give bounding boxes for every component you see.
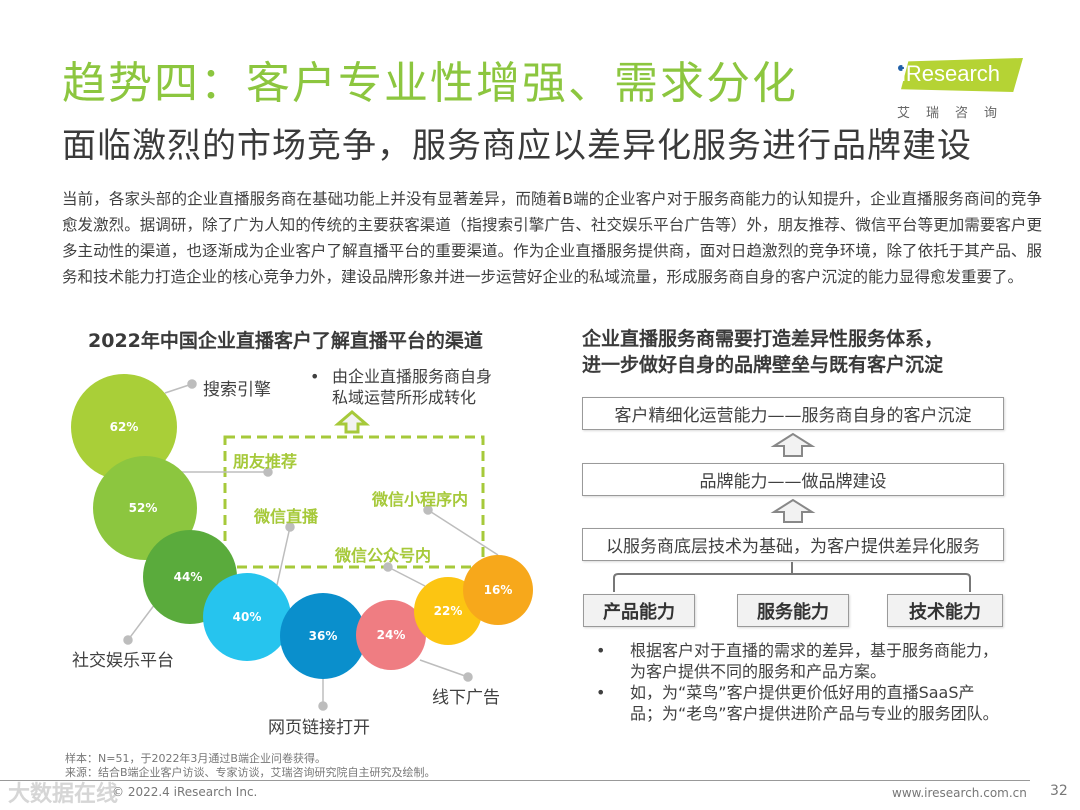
intro-paragraph: 当前，各家头部的企业直播服务商在基础功能上并没有显著差异，而随着B端的企业客户对… (62, 190, 1042, 286)
box-customer-retention: 客户精细化运营能力——服务商自身的客户沉淀 (582, 397, 1004, 430)
bubble-value-search: 62% (110, 420, 139, 434)
right-section-title: 企业直播服务商需要打造差异性服务体系， 进一步做好自身的品牌壁垒与既有客户沉淀 (582, 328, 944, 376)
logo-text: iResearch (901, 61, 1001, 86)
label-friend-referral: 朋友推荐 (233, 452, 298, 471)
capability-product: 产品能力 (583, 594, 695, 627)
note-line-1: 由企业直播服务商自身 (332, 367, 493, 386)
logo-banner (901, 58, 1023, 92)
bubble-value-offline-ad: 24% (377, 628, 406, 642)
watermark: 大数据在线 (8, 782, 119, 807)
bracket-connector (613, 562, 971, 592)
label-wechat-official-account: 微信公众号内 (335, 546, 432, 565)
bubble-value-wechat-live: 40% (233, 610, 262, 624)
copyright: © 2022.4 iResearch Inc. (112, 785, 258, 799)
bubble-value-social: 44% (174, 570, 203, 584)
iresearch-logo: iResearch 艾瑞咨询 (895, 58, 1025, 121)
page-title: 趋势四：客户专业性增强、需求分化 (62, 58, 798, 109)
label-web-link: 网页链接打开 (268, 718, 370, 738)
label-wechat-live: 微信直播 (254, 507, 319, 526)
bubble-value-web-link: 36% (309, 629, 338, 643)
bubble-chart: 62% 52% 44% 40% 36% 24% 22% 16% (71, 374, 533, 711)
source-note: 来源：结合B端企业客户访谈、专家访谈，艾瑞咨询研究院自主研究及绘制。 (65, 766, 436, 779)
label-offline-ad: 线下广告 (432, 688, 500, 708)
footer-divider (0, 780, 1030, 781)
private-domain-dashed-box (223, 435, 485, 569)
up-arrow-icon (770, 432, 816, 457)
strategy-bullets: 根据客户对于直播的需求的差异，基于服务商能力，为客户提供不同的服务和产品方案。 … (596, 640, 1006, 724)
up-arrow-icon (333, 410, 371, 434)
footnote: 样本：N=51，于2022年3月通过B端企业问卷获得。 来源：结合B端企业客户访… (65, 752, 436, 780)
bullet-item: 根据客户对于直播的需求的差异，基于服务商能力，为客户提供不同的服务和产品方案。 (596, 640, 1006, 682)
website-link: www.iresearch.com.cn (892, 786, 1027, 800)
note-line-2: 私域运营所形成转化 (332, 388, 477, 407)
label-social-platform: 社交娱乐平台 (72, 651, 174, 671)
up-arrow-icon (770, 498, 816, 523)
label-wechat-mini-program: 微信小程序内 (372, 490, 469, 509)
logo-dot-icon (898, 65, 904, 71)
capability-service: 服务能力 (737, 594, 849, 627)
capability-technology: 技术能力 (887, 594, 1003, 627)
sample-note: 样本：N=51，于2022年3月通过B端企业问卷获得。 (65, 752, 326, 765)
bubble-value-official-account: 22% (434, 604, 463, 618)
label-search-engine: 搜索引擎 (203, 380, 271, 400)
bullet-item: 如，为“菜鸟”客户提供更价低好用的直播SaaS产品；为“老鸟”客户提供进阶产品与… (596, 682, 1006, 724)
bubble-value-mini-program: 16% (484, 583, 513, 597)
page-subtitle: 面临激烈的市场竞争，服务商应以差异化服务进行品牌建设 (62, 126, 972, 166)
chart-title: 2022年中国企业直播客户了解直播平台的渠道 (88, 330, 483, 352)
bubble-value-friend: 52% (129, 501, 158, 515)
page-number: 32 (1050, 783, 1068, 799)
private-domain-note: •由企业直播服务商自身 私域运营所形成转化 (310, 367, 493, 407)
logo-cn-text: 艾瑞咨询 (897, 106, 1014, 121)
box-brand-capability: 品牌能力——做品牌建设 (582, 463, 1004, 496)
box-tech-foundation: 以服务商底层技术为基础，为客户提供差异化服务 (582, 528, 1004, 561)
